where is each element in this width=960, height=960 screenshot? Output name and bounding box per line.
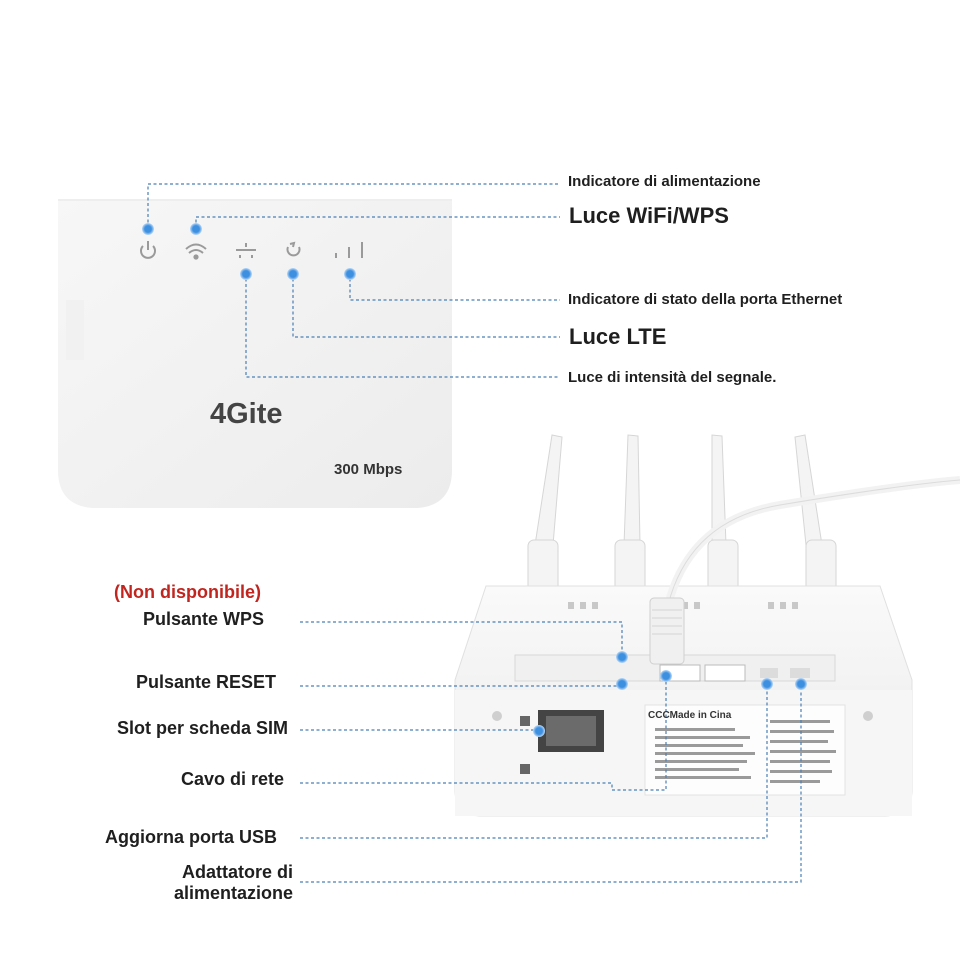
wifi-wps-light-label: Luce WiFi/WPS [569, 203, 729, 228]
ethernet-icon [236, 243, 256, 258]
power-adapter-label-line2: alimentazione [173, 883, 293, 903]
usb-port-label: Aggiorna porta USB [105, 827, 278, 847]
back-callout-lines [300, 621, 802, 883]
reset-button-label: Pulsante RESET [136, 672, 277, 692]
wifi-icon [185, 243, 207, 260]
antennas [527, 434, 837, 597]
back-port-dots [533, 651, 807, 737]
power-adapter-label-line1: Adattatore di [181, 862, 293, 882]
speed-label: 300 Mbps [334, 461, 403, 478]
brand-logo: 4Gite [210, 398, 283, 430]
signal-icon [335, 242, 363, 258]
power-adapter-label: Adattatore di alimentazione [150, 862, 293, 904]
lte-icon [286, 241, 301, 257]
sim-slot-label: Slot per scheda SIM [117, 718, 289, 738]
network-cable-label: Cavo di rete [181, 769, 285, 789]
front-indicator-dots [142, 223, 356, 280]
lte-light-label: Luce LTE [569, 324, 667, 349]
router-back-photo [454, 585, 913, 817]
front-callout-lines [147, 183, 560, 378]
power-icon [140, 241, 156, 259]
signal-strength-label: Luce di intensità del segnale. [568, 369, 777, 386]
power-indicator-label: Indicatore di alimentazione [568, 173, 761, 190]
not-available-note: (Non disponibile) [114, 582, 261, 602]
sticker-text: CCCMade in Cina [648, 710, 732, 721]
wps-button-label: Pulsante WPS [143, 609, 265, 629]
ethernet-status-label: Indicatore di stato della porta Ethernet [568, 291, 843, 308]
network-cable [649, 476, 960, 665]
